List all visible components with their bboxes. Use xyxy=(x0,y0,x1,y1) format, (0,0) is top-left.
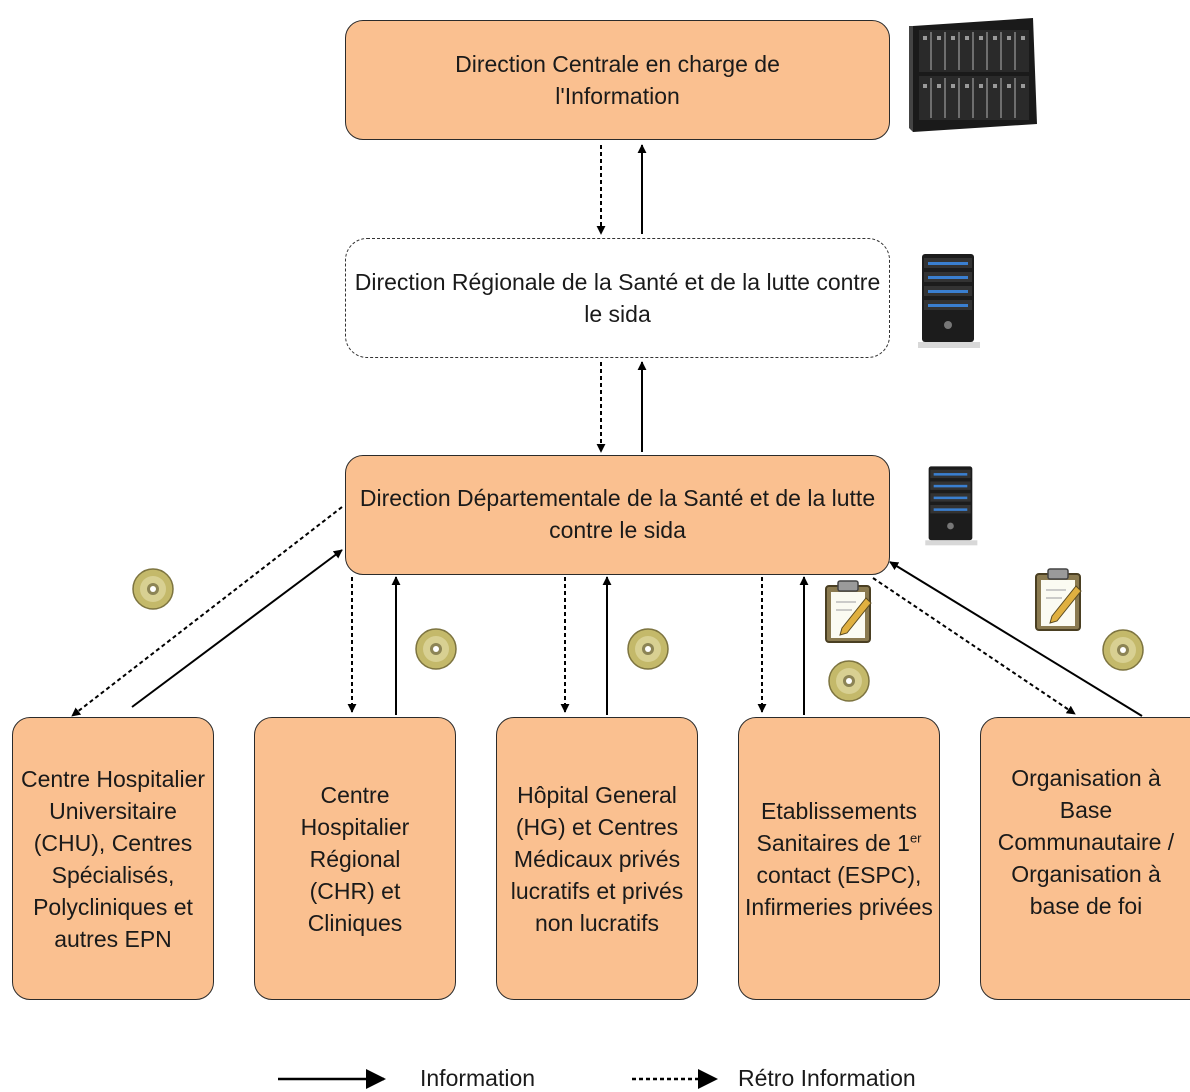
arrow-departmental-to-obc xyxy=(872,577,1076,715)
node-hg-label: Hôpital General (HG) et Centres Médicaux… xyxy=(510,781,684,936)
node-hg: Hôpital General (HG) et Centres Médicaux… xyxy=(496,717,698,1000)
node-chu: Centre Hospitalier Universitaire (CHU), … xyxy=(12,717,214,1000)
arrow-chu-to-departmental xyxy=(131,549,343,708)
arrow-departmental-to-chu xyxy=(71,506,343,717)
node-departmental: Direction Départementale de la Santé et … xyxy=(345,455,890,575)
cd-disc-icon xyxy=(627,628,669,670)
node-chr-label: Centre Hospitalier Régional (CHR) et Cli… xyxy=(300,781,410,936)
node-obc: Organisation à Base Communautaire / Orga… xyxy=(980,717,1190,1000)
node-espc-label: Etablissements Sanitaires de 1er contact… xyxy=(745,797,933,920)
blade-server-icon xyxy=(909,18,1037,132)
tower-server-icon xyxy=(918,254,980,348)
cd-disc-icon xyxy=(828,660,870,702)
cd-disc-icon xyxy=(132,568,174,610)
node-regional: Direction Régionale de la Santé et de la… xyxy=(345,238,890,358)
legend-information-label: Information xyxy=(420,1065,536,1091)
node-regional-label: Direction Régionale de la Santé et de la… xyxy=(354,269,881,327)
cd-disc-icon xyxy=(1102,629,1144,671)
node-espc: Etablissements Sanitaires de 1er contact… xyxy=(738,717,940,1000)
node-chu-label: Centre Hospitalier Universitaire (CHU), … xyxy=(20,765,206,952)
clipboard-icon xyxy=(825,580,872,643)
legend-retro-label: Rétro Information xyxy=(738,1065,916,1091)
node-departmental-label: Direction Départementale de la Santé et … xyxy=(359,485,876,543)
clipboard-icon xyxy=(1035,568,1082,631)
node-central: Direction Centrale en charge de l'Inform… xyxy=(345,20,890,140)
arrow-obc-to-departmental xyxy=(889,561,1143,717)
node-central-label: Direction Centrale en charge de l'Inform… xyxy=(455,51,780,109)
tower-server-icon xyxy=(925,466,978,546)
node-obc-label: Organisation à Base Communautaire / Orga… xyxy=(997,765,1175,919)
cd-disc-icon xyxy=(415,628,457,670)
node-chr: Centre Hospitalier Régional (CHR) et Cli… xyxy=(254,717,456,1000)
